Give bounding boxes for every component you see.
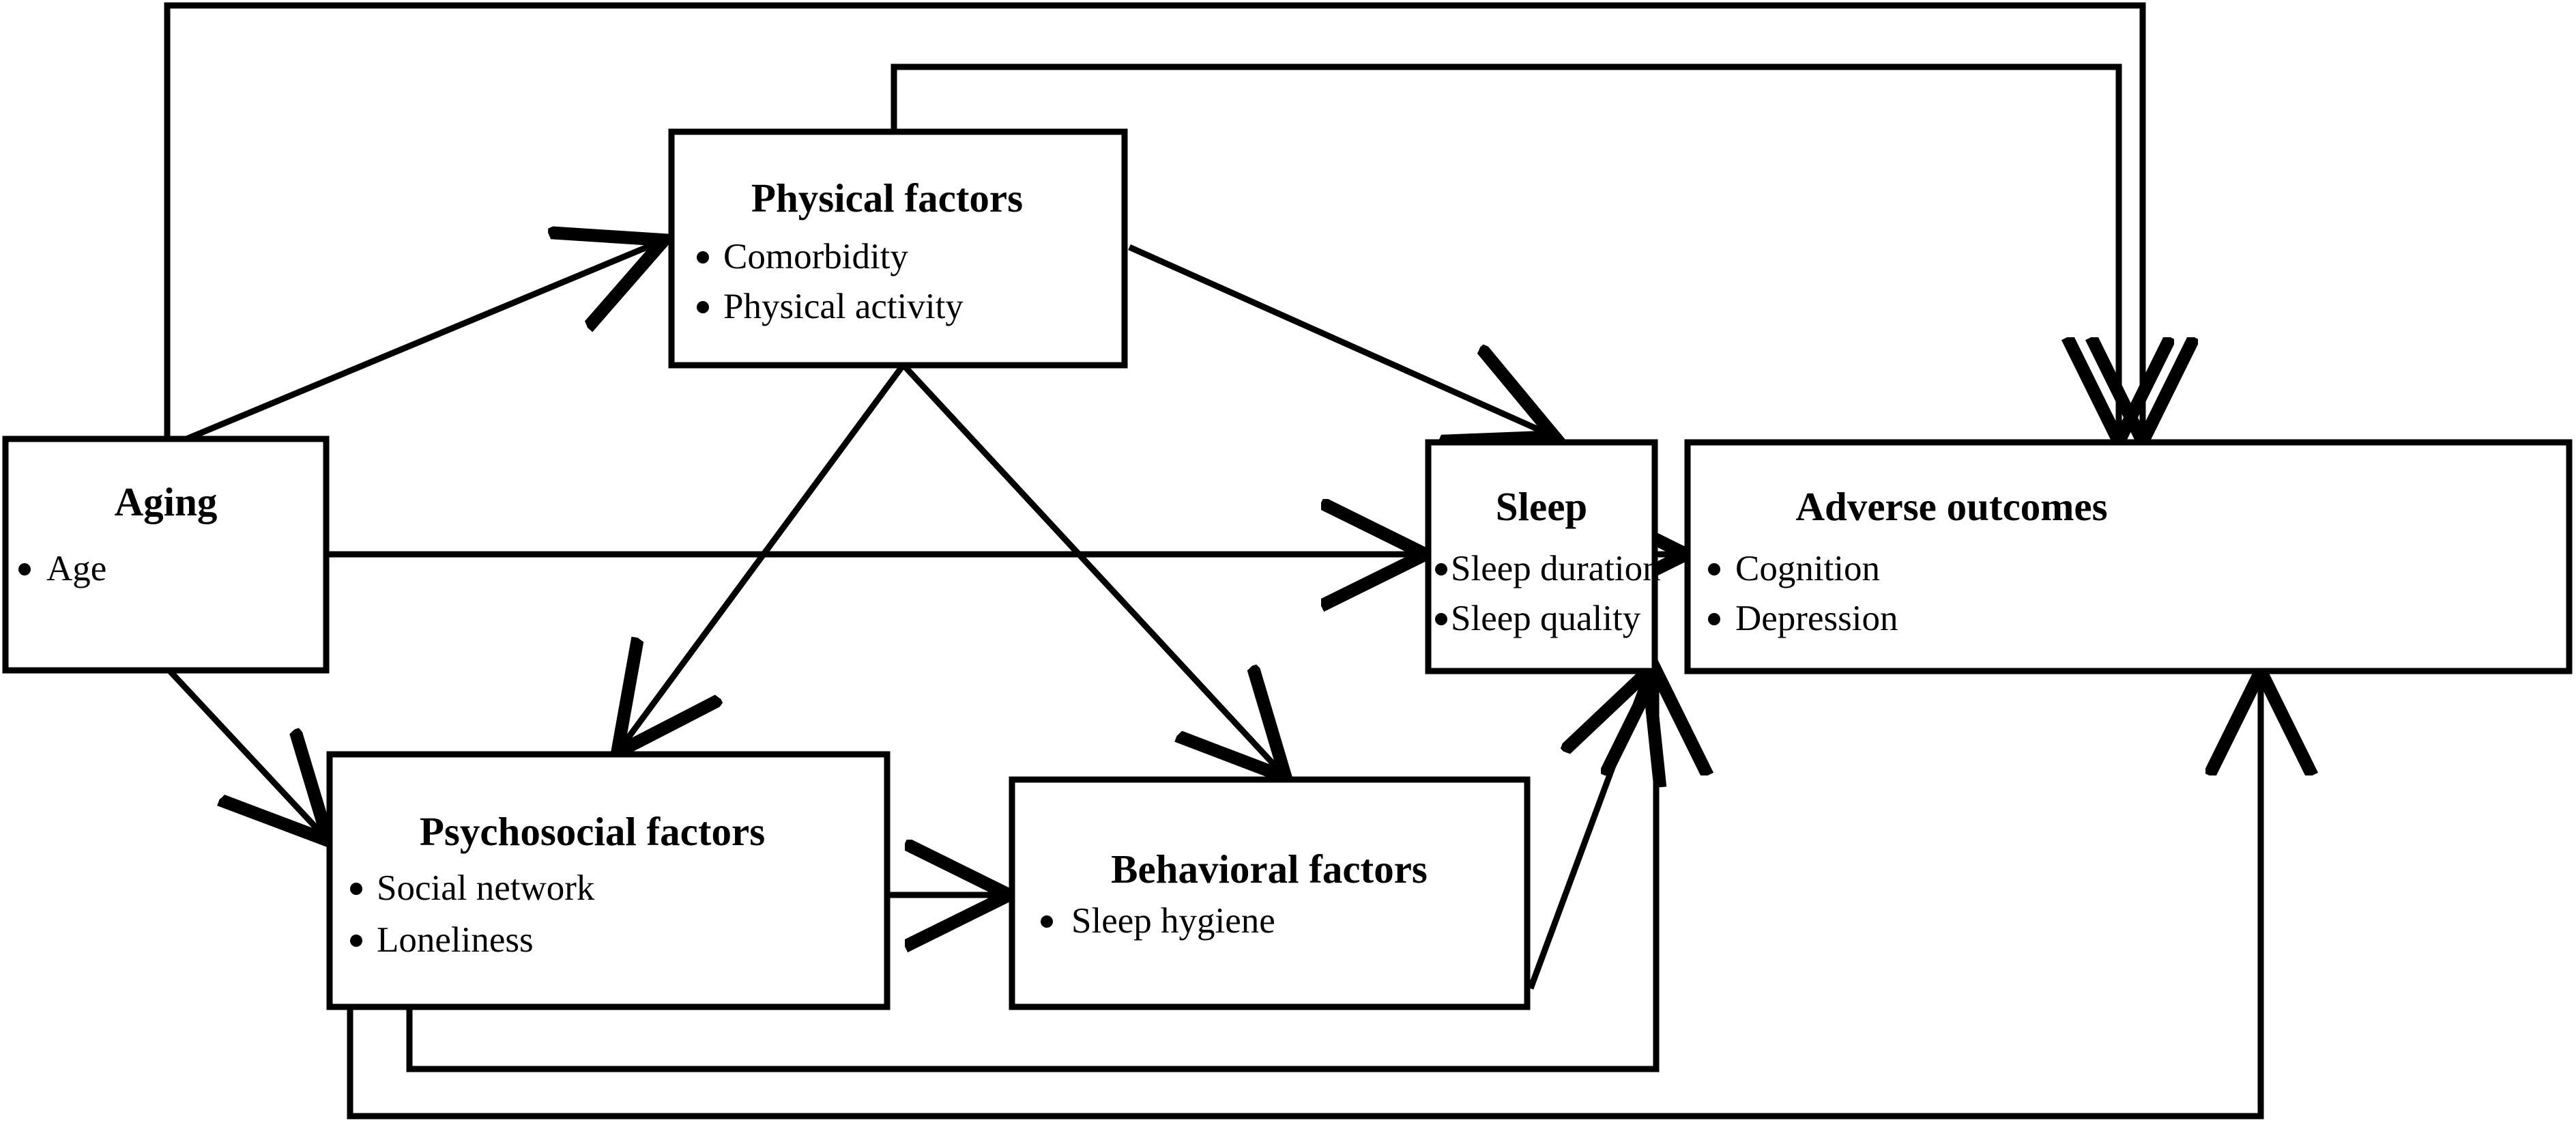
- node-aging-box[interactable]: [2, 436, 330, 674]
- bullet-dot-icon: [350, 935, 362, 947]
- node-sleep-title: Sleep: [1496, 484, 1587, 529]
- node-psychosocial-factors-item-1: Loneliness: [377, 920, 534, 960]
- node-sleep-item-1: Sleep quality: [1451, 599, 1641, 638]
- node-sleep[interactable]: Sleep Sleep duration Sleep quality: [1425, 439, 1661, 674]
- node-behavioral-factors[interactable]: Behavioral factors Sleep hygiene: [1009, 776, 1531, 1010]
- node-adverse-outcomes-title: Adverse outcomes: [1795, 484, 2107, 529]
- bullet-dot-icon: [1435, 613, 1447, 625]
- bullet-dot-icon: [18, 563, 31, 575]
- bullet-dot-icon: [1041, 915, 1053, 928]
- node-aging-title: Aging: [115, 479, 218, 524]
- edge-physical-factors-to-psychosocial-factors: [621, 365, 905, 747]
- edge-aging-to-psychosocial-factors: [167, 668, 324, 836]
- node-aging[interactable]: Aging Age: [2, 436, 330, 674]
- bullet-dot-icon: [697, 251, 709, 264]
- bullet-dot-icon: [1708, 613, 1720, 625]
- edge-aging-to-adverse-outcomes: [164, 2, 2143, 439]
- edge-physical-factors-to-adverse-outcomes: [891, 63, 2119, 436]
- bullet-dot-icon: [697, 301, 709, 313]
- bullet-dot-icon: [1708, 563, 1720, 575]
- node-layer: Aging Age Physical factors Comorbidity P…: [2, 128, 2573, 1010]
- edge-layer: [164, 2, 2261, 1120]
- node-behavioral-factors-item-0: Sleep hygiene: [1071, 901, 1275, 941]
- node-aging-item-0: Age: [46, 549, 106, 588]
- node-physical-factors[interactable]: Physical factors Comorbidity Physical ac…: [668, 128, 1128, 369]
- node-behavioral-factors-box[interactable]: [1009, 776, 1531, 1010]
- node-adverse-outcomes-item-0: Cognition: [1735, 549, 1880, 588]
- node-adverse-outcomes-item-1: Depression: [1735, 599, 1898, 638]
- edge-physical-factors-to-behavioral-factors: [902, 364, 1282, 773]
- bullet-dot-icon: [350, 883, 362, 895]
- node-psychosocial-factors-title: Psychosocial factors: [420, 809, 765, 854]
- edge-psychosocial-factors-to-sleep: [406, 677, 1656, 1072]
- edge-aging-to-physical-factors: [172, 242, 659, 448]
- node-sleep-item-0: Sleep duration: [1451, 549, 1661, 588]
- node-physical-factors-item-0: Comorbidity: [723, 237, 908, 276]
- node-psychosocial-factors-box[interactable]: [326, 751, 891, 1010]
- bullet-dot-icon: [1435, 563, 1447, 575]
- node-psychosocial-factors[interactable]: Psychosocial factors Social network Lone…: [326, 751, 891, 1010]
- node-adverse-outcomes[interactable]: Adverse outcomes Cognition Depression: [1684, 439, 2573, 674]
- node-adverse-outcomes-box[interactable]: [1684, 439, 2573, 674]
- node-physical-factors-item-1: Physical activity: [723, 287, 964, 326]
- node-psychosocial-factors-item-0: Social network: [377, 868, 595, 908]
- node-behavioral-factors-title: Behavioral factors: [1111, 846, 1428, 892]
- node-physical-factors-title: Physical factors: [751, 175, 1023, 220]
- edge-psychosocial-factors-to-adverse-outcomes: [347, 677, 2261, 1120]
- edge-behavioral-factors-to-sleep: [1527, 677, 1646, 990]
- node-sleep-box[interactable]: [1425, 439, 1658, 674]
- node-physical-factors-box[interactable]: [668, 128, 1128, 369]
- edge-physical-factors-to-sleep: [1128, 244, 1549, 434]
